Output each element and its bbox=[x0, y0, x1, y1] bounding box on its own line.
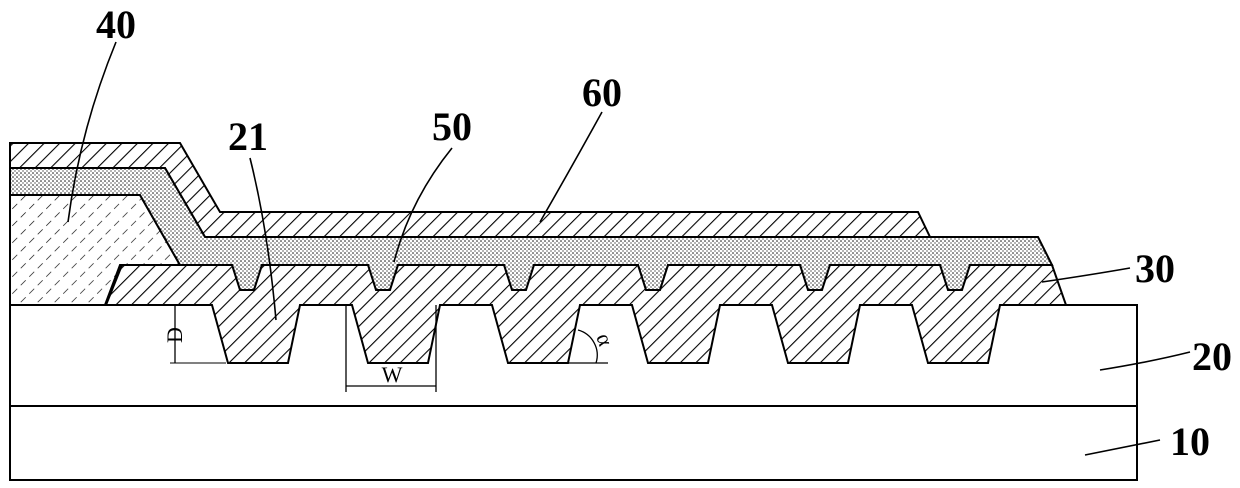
label-60: 60 bbox=[582, 70, 622, 115]
label-10: 10 bbox=[1170, 419, 1210, 464]
label-20: 20 bbox=[1192, 334, 1232, 379]
leader-60 bbox=[540, 112, 602, 222]
label-21: 21 bbox=[228, 114, 268, 159]
depth-label: D bbox=[162, 327, 187, 343]
width-label: W bbox=[382, 362, 403, 387]
label-30: 30 bbox=[1135, 246, 1175, 291]
layer-10-substrate bbox=[10, 406, 1137, 480]
label-50: 50 bbox=[432, 104, 472, 149]
label-40: 40 bbox=[96, 2, 136, 47]
